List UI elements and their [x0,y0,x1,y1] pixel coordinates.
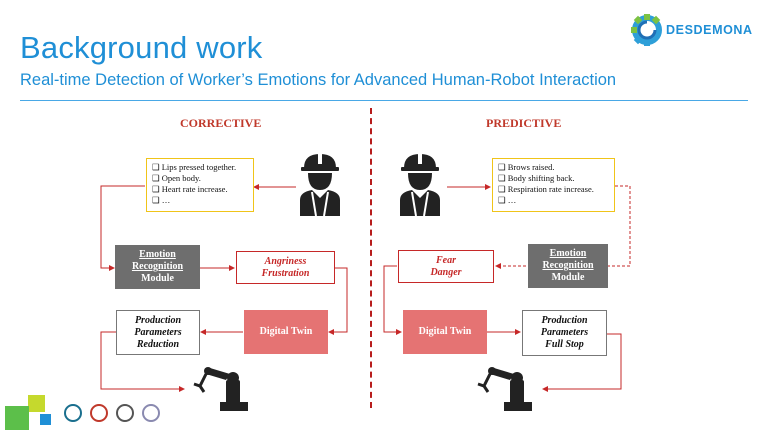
gear-c-logo-icon [631,14,662,46]
module-line: Module [141,273,174,284]
worker-hardhat-icon [400,154,440,216]
title-rule [20,100,748,101]
emotion-line: Frustration [261,267,310,279]
emotion-line: Danger [430,266,462,278]
logo-wordmark: DESDEMONA [666,23,753,37]
action-line: Reduction [136,338,180,350]
section-divider [370,108,372,408]
cue-item: ❑ Heart rate increase. [152,184,228,194]
robot-arm-icon [477,367,532,411]
corrective-digital-twin: Digital Twin [244,310,328,354]
partner-logo-2-icon [90,404,108,422]
action-line: Parameters [540,327,589,338]
module-line: Recognition [542,260,594,271]
corrective-emotion-box: Angriness Frustration [236,251,335,284]
cue-item: ❑ Open body. [152,173,201,183]
action-line: Production [134,314,182,326]
corrective-emotion-module: Emotion Recognition Module [115,245,200,289]
emotion-line: Angriness [264,255,307,267]
partner-logo-1-icon [64,404,82,422]
partner-logo-3-icon [116,404,134,422]
corrective-action-box: Production Parameters Reduction [116,310,200,355]
cue-item: ❑ Respiration rate increase. [498,184,594,194]
arrow-emotion-to-twin-left [328,267,348,335]
decorative-squares [5,395,51,430]
cue-item: ❑ … [152,195,171,205]
action-line: Full Stop [545,339,584,350]
arrow-action-to-robot-right [542,333,622,392]
predictive-emotion-box: Fear Danger [398,250,494,283]
predictive-cues-box: ❑ Brows raised. ❑ Body shifting back. ❑ … [492,158,615,212]
action-line: Parameters [134,326,182,338]
predictive-emotion-module: Emotion Recognition Module [528,244,608,288]
arrow-emotion-to-twin-right [383,265,402,335]
slide-title: Background work [20,30,263,65]
partner-logo-4-icon [142,404,160,422]
cue-item: ❑ Lips pressed together. [152,162,237,172]
module-line: Recognition [131,261,184,272]
module-line: Module [551,272,585,283]
emotion-line: Fear [436,254,456,266]
slide-subtitle: Real-time Detection of Worker’s Emotions… [20,71,617,89]
worker-hardhat-icon [300,154,340,216]
action-line: Production [541,315,588,326]
arrow-action-to-robot-left [100,331,185,392]
arrow-cues-to-module-left [100,185,145,271]
corrective-heading: CORRECTIVE [180,116,262,130]
robot-arm-icon [193,367,248,411]
cue-item: ❑ Brows raised. [498,162,555,172]
predictive-digital-twin: Digital Twin [403,310,487,354]
corrective-cues-box: ❑ Lips pressed together. ❑ Open body. ❑ … [146,158,254,212]
module-line: Emotion [139,249,176,260]
module-line: Emotion [549,248,587,259]
cue-item: ❑ … [498,195,517,205]
cue-item: ❑ Body shifting back. [498,173,575,183]
predictive-heading: PREDICTIVE [486,116,562,130]
predictive-action-box: Production Parameters Full Stop [522,310,607,356]
